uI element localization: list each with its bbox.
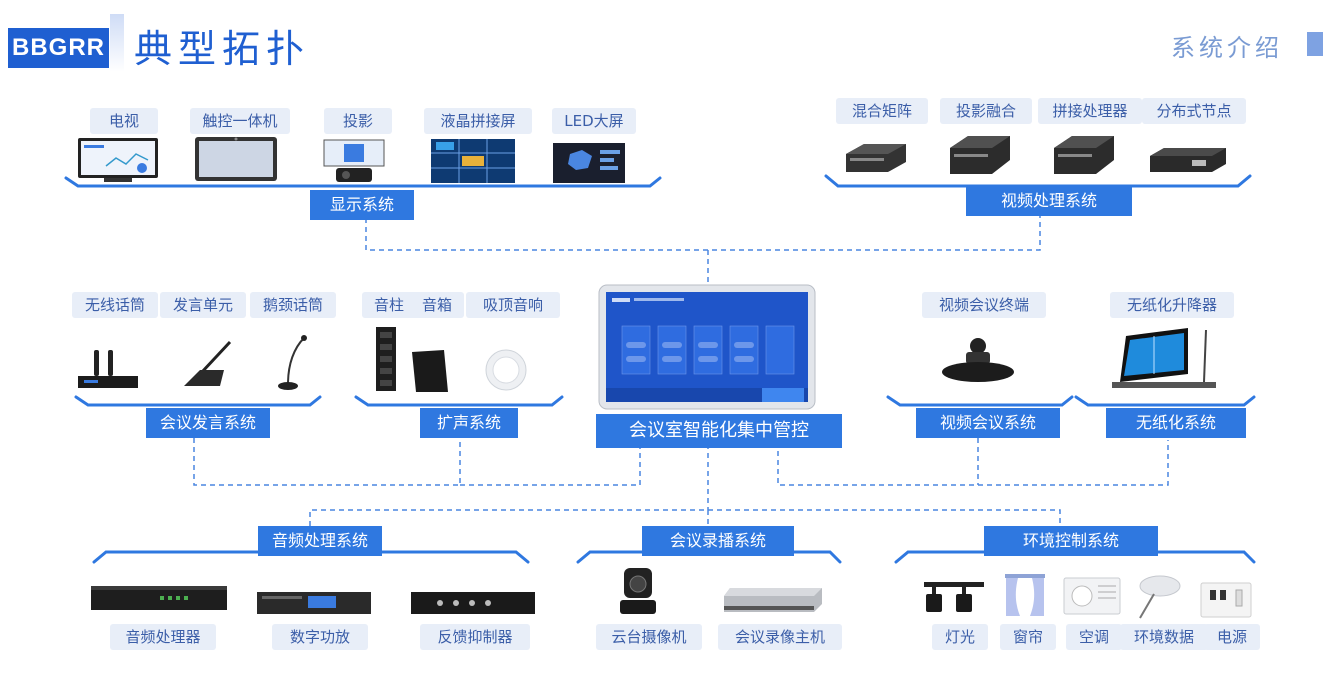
tag-tv: 电视 bbox=[90, 108, 158, 134]
tag-speaker-box: 音箱 bbox=[410, 292, 464, 318]
tag-curtain: 窗帘 bbox=[1000, 624, 1056, 650]
gooseneck-mic-icon bbox=[278, 335, 307, 390]
audio-processing-system-label: 音频处理系统 bbox=[258, 526, 382, 556]
projection-blending-icon bbox=[950, 136, 1010, 174]
tag-environment-data: 环境数据 bbox=[1120, 624, 1208, 650]
tag-speaking-unit: 发言单元 bbox=[160, 292, 246, 318]
hybrid-matrix-icon bbox=[846, 144, 906, 172]
subtitle-accent-bar bbox=[1307, 32, 1323, 56]
air-conditioner-icon bbox=[1063, 577, 1121, 615]
page-subtitle: 系统介绍 bbox=[1171, 34, 1283, 62]
brand-accent bbox=[110, 14, 124, 72]
pa-system-label: 扩声系统 bbox=[420, 408, 518, 438]
tag-column-speaker: 音柱 bbox=[362, 292, 416, 318]
ceiling-speaker-icon bbox=[485, 349, 527, 391]
tag-video-conf-terminal: 视频会议终端 bbox=[922, 292, 1046, 318]
wireless-mic-icon bbox=[78, 350, 138, 388]
tag-ceiling-speaker: 吸顶音响 bbox=[466, 292, 560, 318]
tv-icon bbox=[78, 138, 158, 182]
speaking-unit-icon bbox=[184, 340, 232, 386]
ptz-camera-icon bbox=[620, 568, 656, 614]
video-conf-terminal-icon bbox=[942, 338, 1014, 382]
tag-wireless-mic: 无线话筒 bbox=[72, 292, 158, 318]
splicing-processor-icon bbox=[1054, 136, 1114, 174]
tag-digital-amp: 数字功放 bbox=[272, 624, 368, 650]
paperless-system-label: 无纸化系统 bbox=[1106, 408, 1246, 438]
tag-ptz-camera: 云台摄像机 bbox=[596, 624, 702, 650]
curtain-icon bbox=[1005, 574, 1045, 616]
recording-host-icon bbox=[724, 588, 822, 612]
tag-distributed-node: 分布式节点 bbox=[1142, 98, 1246, 124]
tag-recording-host: 会议录像主机 bbox=[718, 624, 842, 650]
tag-feedback-suppressor: 反馈抑制器 bbox=[420, 624, 530, 650]
video-wall-icon bbox=[431, 139, 515, 183]
environment-control-system-label: 环境控制系统 bbox=[984, 526, 1158, 556]
column-speaker-icon bbox=[376, 327, 396, 391]
audio-processor-icon bbox=[91, 586, 227, 610]
distributed-node-icon bbox=[1150, 148, 1226, 172]
page-title: 典型拓扑 bbox=[134, 27, 311, 71]
touch-panel-icon bbox=[195, 137, 277, 181]
tag-projection-blending: 投影融合 bbox=[940, 98, 1032, 124]
tag-led-screen: LED大屏 bbox=[552, 108, 636, 134]
tag-touch-panel: 触控一体机 bbox=[190, 108, 290, 134]
display-system-label: 显示系统 bbox=[310, 190, 414, 220]
video-processing-system-label: 视频处理系统 bbox=[966, 186, 1132, 216]
tag-hybrid-matrix: 混合矩阵 bbox=[836, 98, 928, 124]
tag-projector: 投影 bbox=[324, 108, 392, 134]
recording-system-label: 会议录播系统 bbox=[642, 526, 794, 556]
video-conference-system-label: 视频会议系统 bbox=[916, 408, 1060, 438]
tag-video-wall: 液晶拼接屏 bbox=[424, 108, 532, 134]
led-screen-icon bbox=[553, 143, 625, 183]
tag-paperless-lifter: 无纸化升降器 bbox=[1110, 292, 1234, 318]
central-control-panel-icon bbox=[598, 284, 816, 410]
power-outlet-icon bbox=[1200, 582, 1252, 618]
central-control-label: 会议室智能化集中管控 bbox=[596, 414, 842, 448]
environment-sensor-icon bbox=[1139, 575, 1181, 619]
tag-audio-processor: 音频处理器 bbox=[110, 624, 216, 650]
lighting-icon bbox=[924, 582, 984, 612]
paperless-lifter-icon bbox=[1112, 328, 1216, 388]
feedback-suppressor-icon bbox=[411, 592, 535, 614]
speaker-box-icon bbox=[412, 350, 448, 392]
tag-lighting: 灯光 bbox=[932, 624, 988, 650]
digital-amp-icon bbox=[257, 592, 371, 614]
tag-splicing-processor: 拼接处理器 bbox=[1038, 98, 1142, 124]
conference-speech-system-label: 会议发言系统 bbox=[146, 408, 270, 438]
brand-logo: BBGRR bbox=[8, 28, 109, 68]
tag-power: 电源 bbox=[1204, 624, 1260, 650]
tag-gooseneck-mic: 鹅颈话筒 bbox=[250, 292, 336, 318]
projector-icon bbox=[323, 139, 385, 182]
tag-air-conditioner: 空调 bbox=[1066, 624, 1122, 650]
